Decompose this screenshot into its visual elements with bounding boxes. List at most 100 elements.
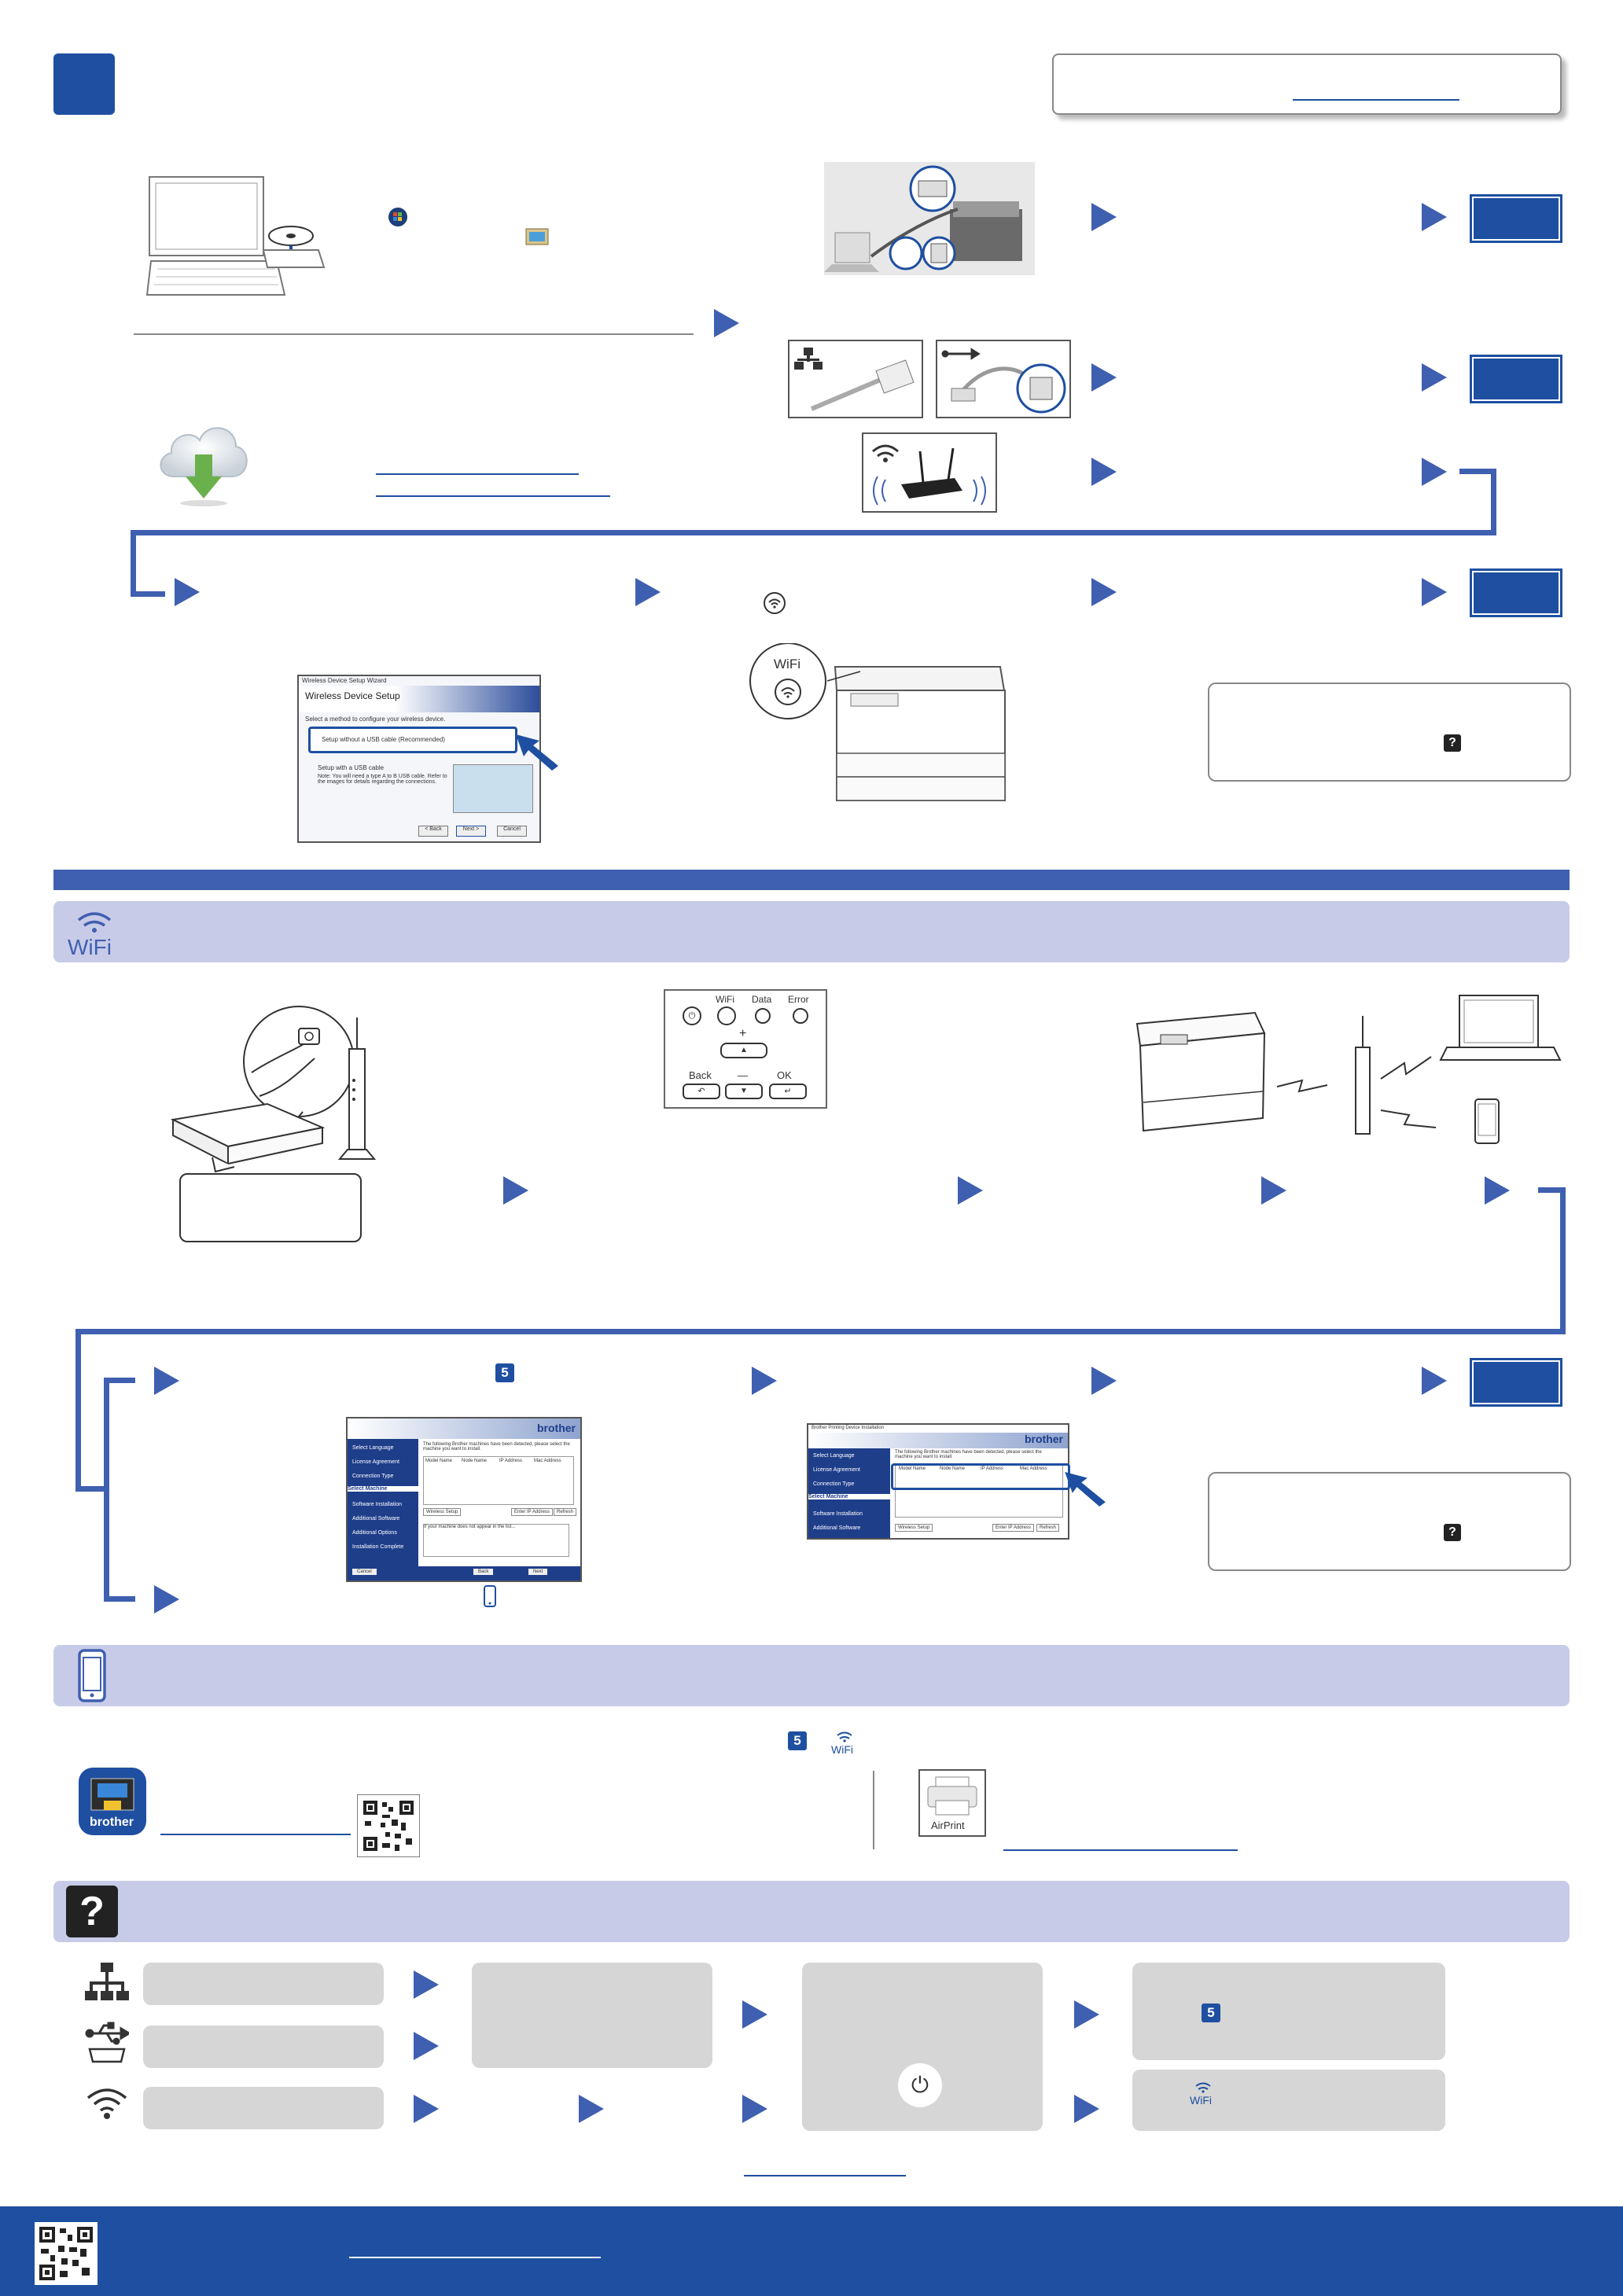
airprint-link[interactable]: [1003, 1849, 1238, 1851]
corner-info-panel: [1052, 53, 1562, 115]
wifi-icon-label: WiFi: [831, 1743, 853, 1755]
wifi-led-label: WiFi: [716, 994, 734, 1005]
help-icon: ?: [66, 1886, 118, 1937]
wireless-setup-button[interactable]: Wireless Setup: [423, 1508, 462, 1516]
minus-label: —: [738, 1069, 748, 1081]
sidebar-item-active: Select Machine: [808, 1494, 890, 1499]
sidebar-item: License Agreement: [352, 1459, 399, 1465]
back-button[interactable]: < Back: [418, 826, 448, 837]
help-icon[interactable]: ?: [1444, 734, 1461, 752]
help-icon[interactable]: ?: [1444, 1524, 1461, 1541]
option-with-usb-label[interactable]: Setup with a USB cable: [318, 764, 385, 771]
option-without-usb[interactable]: Setup without a USB cable (Recommended): [308, 727, 517, 753]
flow-connector: [131, 530, 136, 596]
app-name: brother: [90, 1816, 134, 1829]
corner-panel-link[interactable]: [1293, 99, 1459, 101]
down-button[interactable]: ▼: [725, 1084, 763, 1099]
cancel-button[interactable]: Cancel: [497, 826, 527, 837]
up-button[interactable]: ▲: [720, 1043, 767, 1058]
dialog-title: Wireless Device Setup: [305, 690, 400, 701]
option-with-usb-note: Note: You will need a type A to B USB ca…: [318, 774, 447, 785]
dialog-prompt: Select a method to configure your wirele…: [305, 716, 446, 723]
wifi-icon: WiFi: [1190, 2082, 1212, 2106]
usb-cable-illustration: [936, 340, 1071, 418]
power-icon: ⏻: [898, 2063, 942, 2107]
folder-icon: [525, 228, 549, 245]
flow-connector: [131, 591, 165, 597]
sidebar-item: Connection Type: [813, 1481, 855, 1487]
arrow-right: [635, 578, 661, 606]
arrow-right: [958, 1176, 983, 1205]
printer-wifi-illustration: WiFi: [749, 643, 1006, 801]
error-led: [793, 1008, 808, 1024]
plus-label: +: [739, 1027, 747, 1040]
refresh-button[interactable]: Refresh: [554, 1508, 577, 1516]
refresh-button[interactable]: Refresh: [1036, 1524, 1060, 1532]
phone-icon: [78, 1649, 106, 1702]
download-link-2[interactable]: [376, 495, 610, 497]
phone-icon: [484, 1585, 496, 1607]
flow-connector: [131, 530, 1496, 535]
cancel-button[interactable]: Cancel: [352, 1569, 377, 1575]
arrow-right: [742, 2000, 767, 2029]
enter-ip-button[interactable]: Enter IP Address: [992, 1524, 1034, 1532]
flow-connector: [1538, 1187, 1565, 1193]
info-panel-1: ?: [1208, 683, 1571, 782]
footer-link[interactable]: [349, 2257, 601, 2258]
vertical-divider: [873, 1771, 874, 1849]
help-box-restart: ⏻: [802, 1963, 1043, 2131]
qr-code-icon[interactable]: [357, 1794, 420, 1857]
installer-brand: brother: [537, 1422, 576, 1434]
arrow-right: [1091, 203, 1117, 231]
pointer-arrow-icon: [516, 734, 558, 771]
back-button[interactable]: Back: [473, 1569, 494, 1575]
qr-code-icon[interactable]: [35, 2222, 98, 2285]
installer-window-2: Brother Printing Device Installation bro…: [807, 1423, 1070, 1540]
pointer-arrow-icon: [1065, 1472, 1106, 1507]
col-header: Mac Address: [534, 1459, 561, 1463]
wireless-setup-button[interactable]: Wireless Setup: [895, 1524, 933, 1532]
arrow-right: [154, 1585, 179, 1613]
wifi-button-icon: [764, 592, 786, 614]
flow-connector: [75, 1329, 81, 1491]
wifi-button[interactable]: [717, 1006, 736, 1025]
installer2-device-list: Model Name Node Name IP Address Mac Addr…: [891, 1463, 1070, 1518]
col-header: Model Name: [425, 1459, 453, 1463]
router-callout-box: [179, 1173, 362, 1242]
help-row-network: [143, 1963, 384, 2005]
help-row-wifi: [143, 2087, 384, 2129]
dialog-window-title: Wireless Device Setup Wizard: [302, 677, 387, 684]
result-box-wired: [1470, 355, 1562, 403]
back-button[interactable]: ↶: [683, 1084, 720, 1099]
app-store-link[interactable]: [160, 1834, 351, 1835]
wireless-setup-dialog: Wireless Device Setup Wizard Wireless De…: [297, 675, 541, 843]
arrow-right: [414, 2032, 439, 2060]
power-button[interactable]: ⏻: [683, 1006, 701, 1025]
help-section-band: ?: [53, 1881, 1570, 1942]
flow-connector: [75, 1329, 1566, 1334]
brother-app-icon[interactable]: brother: [79, 1768, 146, 1835]
download-link-1[interactable]: [376, 473, 579, 475]
laptop-cd-illustration: [145, 176, 326, 296]
device-list: Model Name Node Name IP Address Mac Addr…: [423, 1456, 574, 1505]
airprint-icon[interactable]: AirPrint: [918, 1769, 986, 1837]
col-header: IP Address: [981, 1466, 1003, 1471]
sidebar-item: Additional Software: [813, 1525, 861, 1531]
sidebar-item: Connection Type: [352, 1474, 394, 1479]
installer-note: If your machine does not appear in the l…: [423, 1524, 569, 1557]
ok-button[interactable]: ↵: [769, 1084, 807, 1099]
control-panel: ⏻ WiFi Data Error + ▲ Back — OK ↶ ▼ ↵: [664, 989, 827, 1109]
help-row-usb: [143, 2026, 384, 2068]
result-box-wireless: [1470, 568, 1562, 617]
support-link[interactable]: [744, 2175, 906, 2176]
arrow-right: [1485, 1176, 1510, 1205]
installer-footer: Cancel Back Next: [348, 1566, 580, 1580]
wireless-network-illustration: [1135, 995, 1562, 1144]
enter-ip-button[interactable]: Enter IP Address: [511, 1508, 553, 1516]
router-wps-illustration: [170, 1006, 377, 1173]
help-box-wifi: WiFi: [1132, 2070, 1445, 2131]
next-button[interactable]: Next >: [456, 826, 486, 837]
dialog-header: [299, 686, 539, 712]
sidebar-item: Select Language: [813, 1453, 855, 1459]
next-button[interactable]: Next: [528, 1569, 548, 1575]
